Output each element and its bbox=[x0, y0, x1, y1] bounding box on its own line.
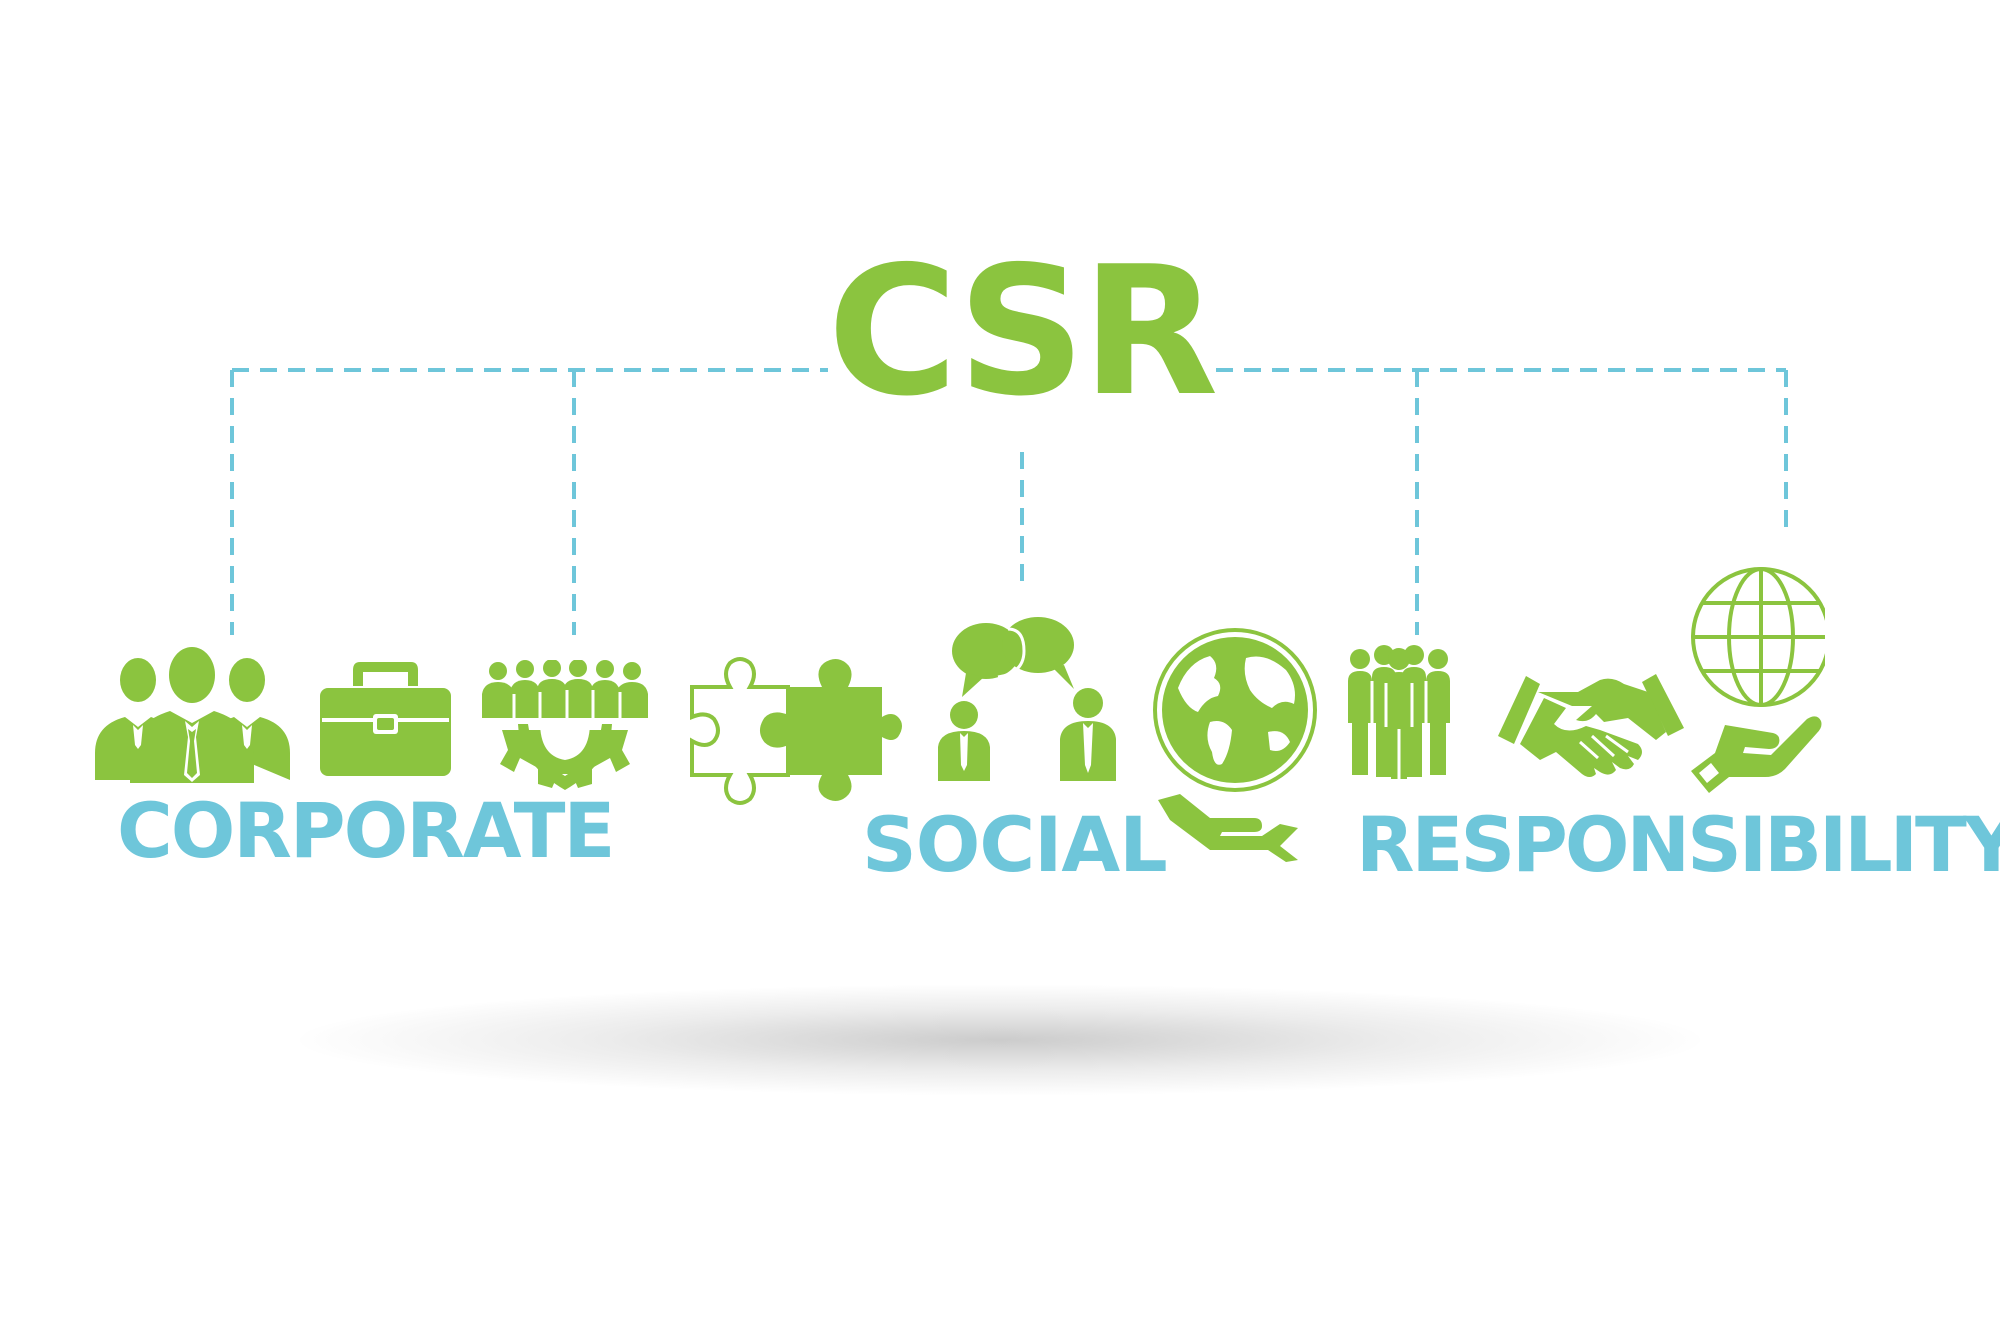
social-label: SOCIAL bbox=[862, 800, 1168, 889]
csr-title: CSR bbox=[827, 228, 1218, 435]
floor-shadow bbox=[300, 985, 1700, 1095]
puzzle-pieces-icon bbox=[688, 655, 906, 813]
team-gear-icon bbox=[480, 660, 650, 815]
handshake-icon bbox=[1496, 670, 1686, 780]
corporate-label: CORPORATE bbox=[117, 786, 615, 875]
globe-on-hand-icon bbox=[1685, 565, 1825, 795]
responsibility-label: RESPONSIBILITY bbox=[1356, 800, 2000, 889]
globe-in-hand-icon bbox=[1150, 628, 1320, 863]
people-conversation-icon bbox=[928, 615, 1124, 783]
group-of-people-icon bbox=[1346, 645, 1452, 780]
business-team-icon bbox=[90, 645, 295, 785]
briefcase-icon bbox=[318, 658, 453, 778]
